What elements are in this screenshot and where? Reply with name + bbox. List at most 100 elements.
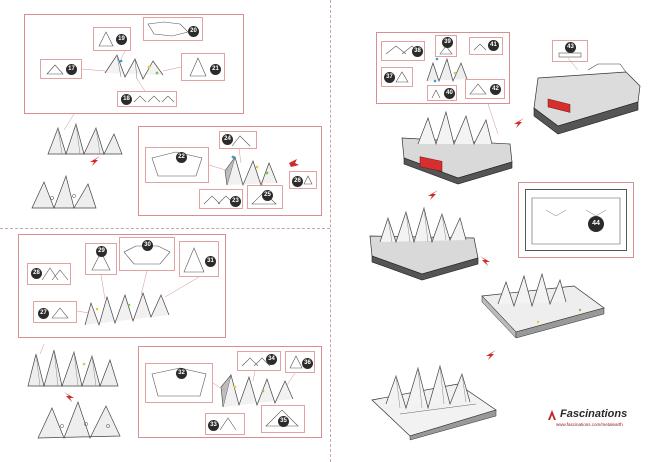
step-badge-27: 27 (38, 308, 49, 319)
part-31-shape (183, 247, 205, 273)
part-box-30: 30 (119, 237, 175, 271)
step-badge-34: 34 (266, 354, 277, 365)
step-badge-31: 31 (205, 256, 216, 267)
section-divider (0, 228, 330, 229)
step-badge-41: 41 (488, 40, 499, 51)
part-39-shape (439, 45, 453, 55)
fascinations-mark-icon (548, 410, 556, 420)
arrow-down-4 (486, 350, 496, 360)
step-badge-35: 35 (278, 416, 289, 427)
part-41-shape (473, 43, 487, 51)
part-26-shape (303, 175, 313, 185)
shells-stage-b (31, 174, 97, 209)
step-badge-37: 37 (384, 72, 395, 83)
part-box-34: 34 (237, 351, 281, 371)
part-box-39: 39 (435, 35, 457, 57)
assembly-frame-d: 32 34 36 33 35 (138, 346, 322, 438)
part-box-29: 29 (85, 243, 117, 275)
arrow-down-2 (428, 190, 438, 200)
part-box-33: 33 (205, 413, 245, 435)
part-box-41: 41 (469, 37, 503, 55)
assembly-a-drawing (80, 50, 182, 92)
step-badge-25: 25 (262, 190, 273, 201)
part-box-32: 32 (145, 363, 213, 403)
assembly-frame-e: 38 37 39 41 42 40 (376, 32, 510, 104)
step-badge-32: 32 (176, 368, 187, 379)
step-badge-44: 44 (588, 216, 604, 232)
step-badge-30: 30 (142, 240, 153, 251)
arrow-left-1 (514, 118, 524, 128)
step-badge-29: 29 (96, 246, 107, 257)
arrow-down-a (90, 156, 100, 166)
step-badge-43: 43 (565, 42, 576, 53)
part-33-shape (219, 417, 237, 431)
step-badge-18: 18 (121, 94, 132, 105)
part-32-shape (151, 367, 207, 397)
brand-name: Fascinations (560, 408, 628, 420)
part-box-21: 21 (181, 53, 225, 81)
part-21-shape (189, 57, 207, 77)
part-box-38: 38 (381, 41, 425, 61)
base-unit-stage (533, 57, 641, 135)
building-on-base-stage (481, 272, 605, 339)
page-fold-divider (330, 0, 331, 462)
part-24-shape (231, 135, 251, 147)
part-box-27: 27 (33, 301, 77, 323)
part-28-shape (41, 267, 69, 281)
assembly-e-drawing (426, 57, 468, 83)
part-box-18: 18 (117, 91, 177, 107)
part-box-40: 40 (427, 85, 457, 101)
part-box-24: 24 (219, 131, 257, 149)
assembly-frame-b: 22 24 23 25 26 (138, 126, 322, 216)
step-badge-39: 39 (442, 37, 453, 48)
fascinations-logo: Fascinations www.fascinations.com/metale… (546, 408, 628, 430)
part-27-shape (51, 307, 69, 319)
step-badge-42: 42 (490, 84, 501, 95)
arrow-down-c (64, 392, 74, 402)
part-box-44: 44 (525, 189, 627, 251)
part-44-shape (531, 197, 621, 245)
part-box-36: 36 (285, 351, 315, 373)
building-stage-1 (401, 103, 513, 185)
assembly-c-drawing (76, 270, 200, 327)
part-box-35: 35 (261, 405, 305, 433)
step-badge-22: 22 (176, 152, 187, 163)
part-box-20: 20 (143, 17, 203, 41)
step-badge-19: 19 (116, 34, 127, 45)
step-badge-17: 17 (66, 64, 77, 75)
arrow-right-3 (480, 256, 490, 266)
assembly-frame-f: 44 (518, 182, 634, 258)
brand-url: www.fascinations.com/metalearth (556, 422, 623, 427)
part-box-22: 22 (145, 147, 209, 183)
step-badge-40: 40 (444, 88, 455, 99)
building-stage-2 (369, 206, 479, 281)
step-badge-23: 23 (230, 196, 241, 207)
step-badge-26: 26 (292, 176, 303, 187)
step-badge-24: 24 (222, 134, 233, 145)
part-17-shape (46, 64, 64, 75)
part-box-28: 28 (27, 263, 71, 285)
assembly-b-drawing (208, 148, 299, 187)
part-box-23: 23 (199, 189, 243, 209)
part-30-shape (123, 245, 171, 265)
shells-stage-c (27, 343, 119, 388)
part-box-42: 42 (465, 79, 505, 99)
part-19-shape (98, 31, 114, 47)
part-box-43: 43 (552, 40, 588, 62)
shells-stage-d (37, 400, 121, 439)
part-29-shape (91, 251, 111, 271)
step-badge-33: 33 (208, 420, 219, 431)
step-badge-20: 20 (188, 26, 199, 37)
part-18-shape (133, 95, 175, 103)
part-box-37: 37 (381, 67, 413, 87)
part-box-25: 25 (247, 185, 283, 209)
part-22-shape (151, 151, 203, 177)
assembly-d-drawing (212, 370, 296, 408)
shells-stage-a (47, 113, 123, 156)
step-badge-38: 38 (412, 46, 423, 57)
step-badge-28: 28 (31, 268, 42, 279)
final-model (371, 364, 497, 441)
step-badge-21: 21 (210, 64, 221, 75)
part-42-shape (469, 83, 487, 95)
